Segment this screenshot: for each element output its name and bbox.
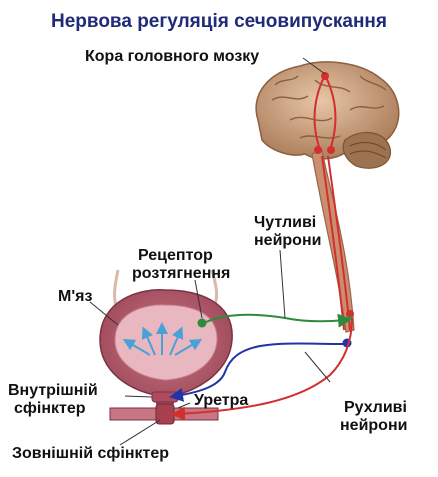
cortex-label: Кора головного мозку [85, 48, 259, 65]
external-sphincter-label: Зовнішній сфінктер [12, 445, 169, 462]
sensory-neurons-label-1: Чутливі [254, 214, 316, 231]
cortex-neuron [321, 72, 329, 80]
brain-folds [271, 75, 387, 139]
external-leader [119, 419, 161, 446]
internal-sphincter-label-1: Внутрішній [8, 382, 98, 399]
stretch-arrow [141, 326, 156, 356]
stretch-arrow [122, 338, 151, 356]
spinal-pathway [313, 72, 354, 331]
motor-neuron-fiber [169, 342, 344, 402]
sensory-neurons-label-2: нейрони [254, 232, 321, 249]
stretch-arrow [174, 338, 203, 356]
cerebellum [342, 131, 391, 169]
cerebellum-lines [349, 142, 387, 159]
motor-leader [304, 351, 331, 383]
internal-sphincter [151, 391, 179, 403]
receptor-label-2: розтягнення [132, 265, 230, 282]
motor-neurons-label-1: Рухливі [344, 399, 407, 416]
somatic-motor-pathway [171, 317, 353, 421]
diagram-title: Нервова регуляція сечовипускання [51, 11, 387, 32]
sensory-leader [279, 249, 286, 319]
internal-sphincter-label-2: сфінктер [14, 400, 86, 417]
muscle-leader [89, 301, 119, 326]
urethra-label: Уретра [194, 392, 248, 409]
bladder-illustration [99, 269, 233, 425]
stretch-arrow [169, 326, 184, 356]
bladder-lumen [114, 304, 218, 381]
sensory-synapse [344, 315, 353, 321]
receptor-leader [194, 279, 203, 319]
brainstem-neuron-left [314, 146, 322, 154]
stretch-arrows [122, 322, 203, 356]
descending-red-tract [327, 155, 351, 331]
stretch-receptor [197, 318, 207, 328]
leader-lines [89, 57, 331, 446]
internal-leader [124, 395, 153, 398]
cortex-leader [302, 57, 326, 75]
ascending-red-tract [321, 155, 345, 331]
muscle-label: М'яз [58, 288, 92, 305]
receptor-label-1: Рецептор [138, 247, 213, 264]
motor-neurons-label-2: нейрони [340, 417, 407, 434]
brainstem-neuron-right [327, 146, 335, 154]
urethra-leader [177, 402, 191, 409]
somatic-motor-fiber [171, 317, 353, 421]
